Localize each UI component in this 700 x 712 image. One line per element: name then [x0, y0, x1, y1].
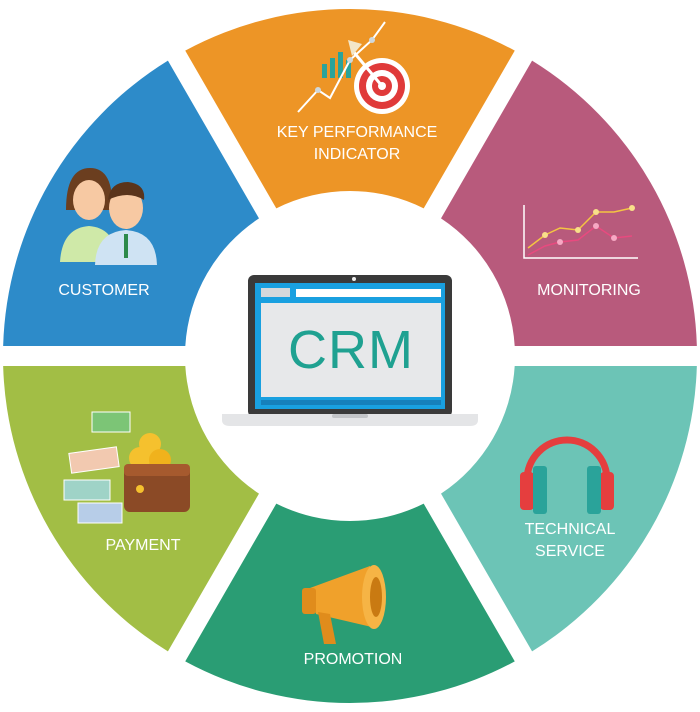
line-chart-icon — [523, 205, 638, 259]
segment-label-payment: PAYMENT — [105, 537, 181, 554]
kpi-label-line-1: KEY PERFORMANCE — [276, 124, 438, 141]
kpi-label-line-2: INDICATOR — [313, 146, 401, 163]
segment-label-kpi: KEY PERFORMANCE INDICATOR — [277, 122, 438, 166]
wallet-money-icon — [63, 411, 190, 524]
crm-title: CRM — [288, 320, 414, 380]
segment-label-customer: CUSTOMER — [58, 282, 150, 299]
people-icon — [60, 168, 157, 265]
target-chart-icon — [297, 21, 410, 114]
laptop-illustration — [222, 275, 478, 426]
segment-kpi — [185, 9, 515, 209]
segment-technical — [441, 366, 697, 652]
megaphone-icon — [302, 565, 386, 644]
segment-label-technical: TECHNICAL SERVICE — [525, 519, 616, 563]
technical-label-line-2: SERVICE — [535, 543, 605, 560]
segment-label-monitoring: MONITORING — [537, 282, 641, 299]
technical-label-line-1: TECHNICAL — [524, 521, 616, 538]
headphones-icon — [520, 436, 614, 514]
segment-monitoring — [441, 60, 697, 346]
segment-label-promotion: PROMOTION — [303, 651, 403, 668]
